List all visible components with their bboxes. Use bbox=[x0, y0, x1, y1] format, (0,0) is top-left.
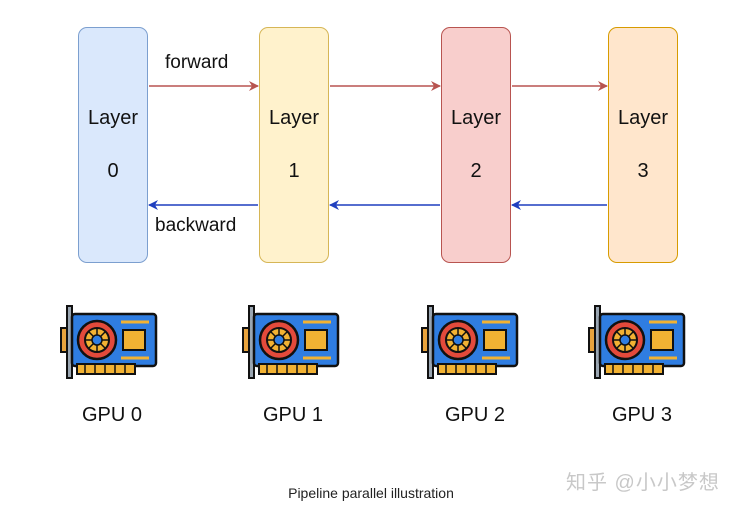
layer-index: 0 bbox=[107, 160, 119, 182]
layer-2-box: Layer 2 bbox=[441, 27, 511, 263]
figure-caption: Pipeline parallel illustration bbox=[288, 485, 454, 501]
layer-index: 2 bbox=[470, 160, 482, 182]
layer-name: Layer bbox=[268, 107, 320, 129]
gpu-3-label: GPU 3 bbox=[611, 404, 673, 426]
layer-index: 3 bbox=[637, 160, 649, 182]
gpu-card-icon bbox=[60, 305, 158, 379]
watermark: 知乎 @小小梦想 bbox=[566, 472, 720, 494]
gpu-card-icon bbox=[588, 305, 686, 379]
layer-3-box: Layer 3 bbox=[608, 27, 678, 263]
layer-index: 1 bbox=[288, 160, 300, 182]
forward-label: forward bbox=[165, 52, 229, 73]
layer-name: Layer bbox=[450, 107, 502, 129]
layer-name: Layer bbox=[617, 107, 669, 129]
gpu-0-label: GPU 0 bbox=[81, 404, 143, 426]
layer-1-box: Layer 1 bbox=[259, 27, 329, 263]
layer-0-box: Layer 0 bbox=[78, 27, 148, 263]
gpu-card-icon bbox=[242, 305, 340, 379]
layer-name: Layer bbox=[87, 107, 139, 129]
arrow-layer bbox=[148, 81, 608, 210]
backward-label: backward bbox=[155, 215, 237, 236]
gpu-1-label: GPU 1 bbox=[262, 404, 324, 426]
gpu-card-icon bbox=[421, 305, 519, 379]
gpu-2-label: GPU 2 bbox=[444, 404, 506, 426]
